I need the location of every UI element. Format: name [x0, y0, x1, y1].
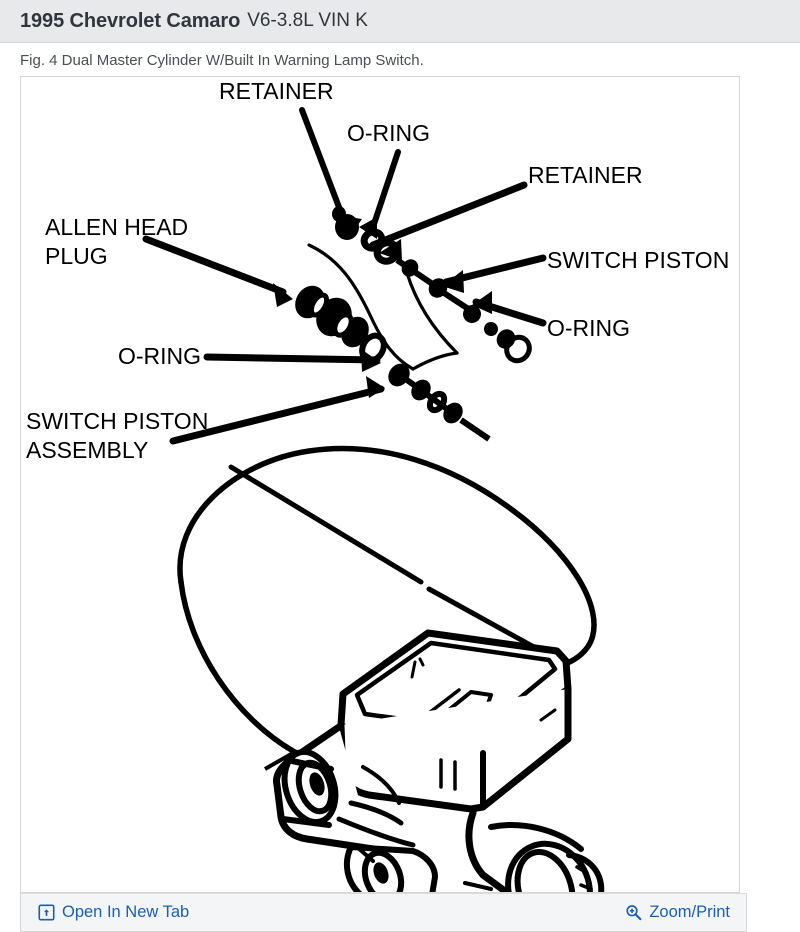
vehicle-title: 1995 Chevrolet Camaro: [20, 9, 241, 32]
figure-caption: Fig. 4 Dual Master Cylinder W/Built In W…: [20, 52, 424, 69]
label-allen-head-plug-line2: PLUG: [45, 243, 108, 269]
master-cylinder-diagram: RETAINER O-RING RETAINER ALLEN HEAD PLUG…: [26, 78, 729, 892]
zoom-print-link[interactable]: Zoom/Print: [625, 903, 730, 922]
label-o-ring-top: O-RING: [347, 120, 430, 146]
label-retainer-right: RETAINER: [528, 162, 643, 188]
figure-toolbar: Open In New Tab Zoom/Print: [20, 893, 747, 932]
open-in-new-tab-link[interactable]: Open In New Tab: [38, 903, 189, 922]
label-o-ring-right: O-RING: [547, 315, 630, 341]
figure-image-frame[interactable]: RETAINER O-RING RETAINER ALLEN HEAD PLUG…: [20, 76, 740, 893]
magnifier-plus-icon: [626, 905, 642, 921]
zoom-print-label: Zoom/Print: [649, 903, 730, 921]
open-in-new-tab-label: Open In New Tab: [62, 903, 190, 921]
vehicle-header: 1995 Chevrolet Camaro V6-3.8L VIN K: [0, 0, 800, 43]
label-o-ring-left: O-RING: [118, 343, 201, 369]
label-switch-piston-assembly-line2: ASSEMBLY: [26, 437, 148, 463]
vehicle-engine: V6-3.8L VIN K: [247, 10, 368, 31]
label-switch-piston-right: SWITCH PISTON: [547, 247, 729, 273]
open-in-new-tab-icon: [38, 904, 55, 921]
label-retainer-top: RETAINER: [219, 78, 334, 104]
label-switch-piston-assembly-line1: SWITCH PISTON: [26, 408, 208, 434]
label-allen-head-plug-line1: ALLEN HEAD: [45, 214, 188, 240]
